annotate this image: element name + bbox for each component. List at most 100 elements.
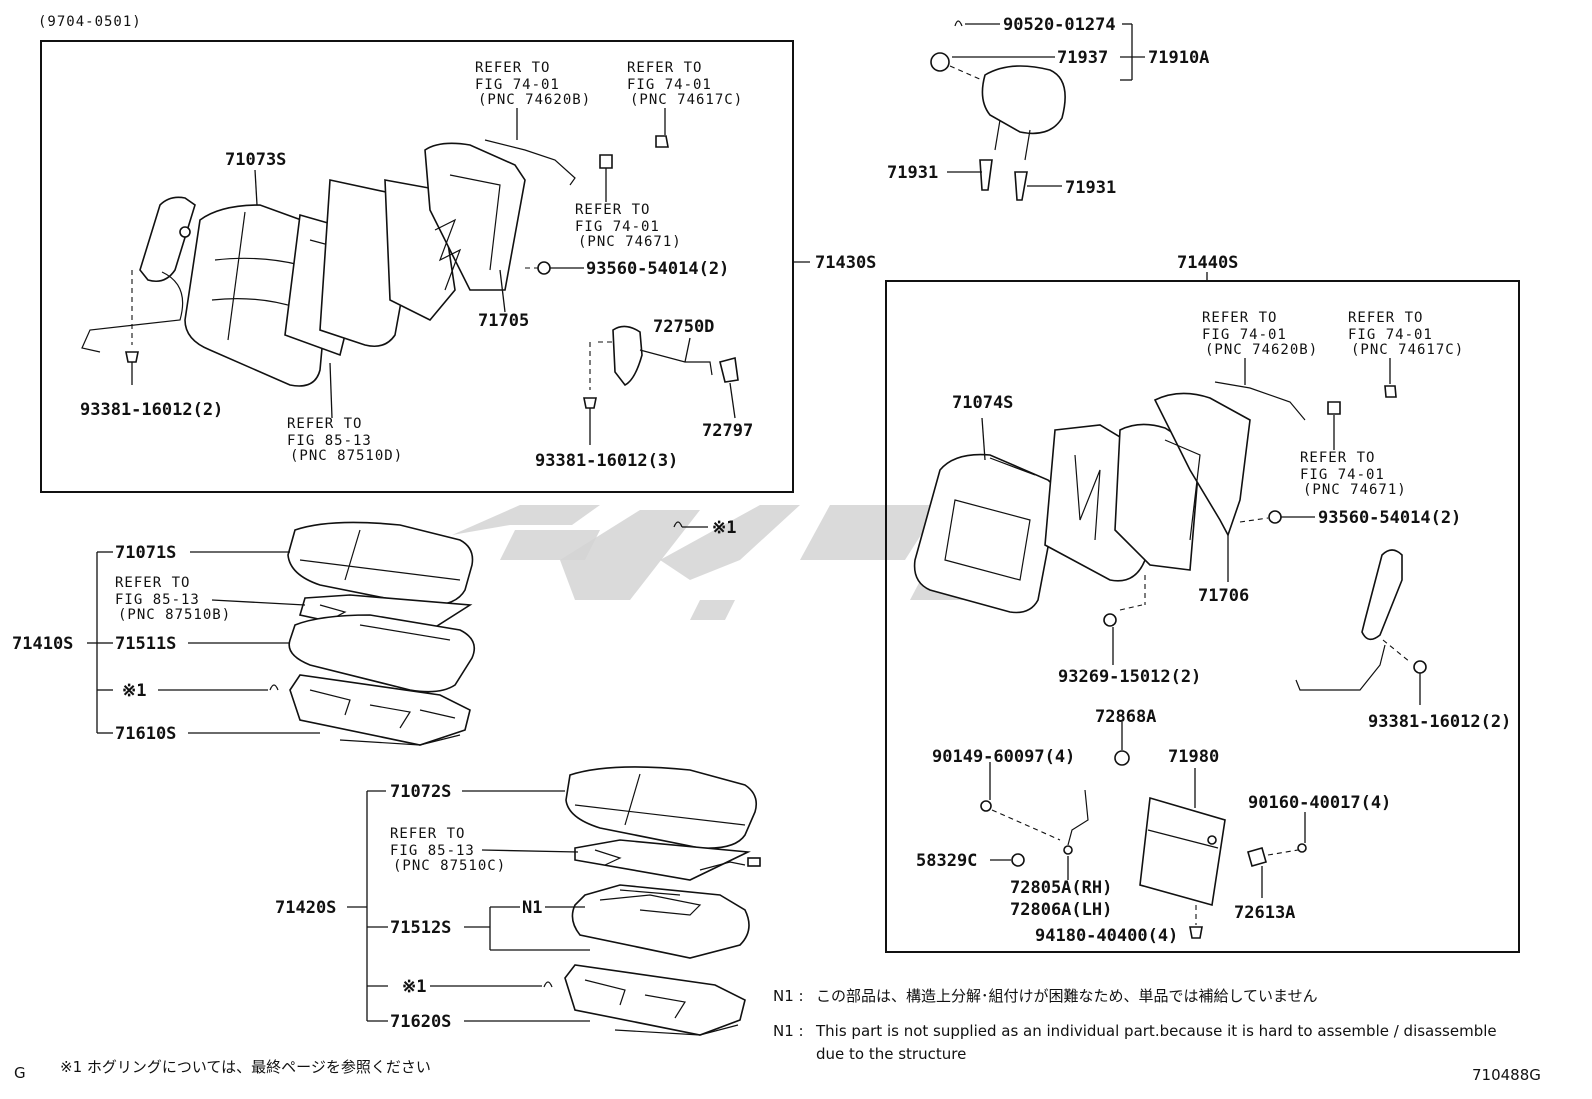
- part-number: 71071S: [115, 543, 176, 563]
- seat-cushion-cover-71071S: [287, 521, 474, 607]
- part-number: 72805A(RH): [1010, 878, 1112, 898]
- star-note: ※1: [712, 518, 736, 538]
- note-n1-jp-prefix: N1 :: [773, 987, 804, 1005]
- seat-heater-pad-71420S: [574, 839, 761, 881]
- part-number: 72750D: [653, 317, 714, 337]
- clip-upper-1: [599, 154, 613, 169]
- hog-ring-icon: [269, 684, 279, 691]
- refer-line: (PNC 87510B): [118, 607, 231, 623]
- part-number: 71980: [1168, 747, 1219, 767]
- part-number: 71512S: [390, 918, 451, 938]
- part-number: 71610S: [115, 724, 176, 744]
- part-number: 94180-40400(4): [1035, 926, 1178, 946]
- part-number: 93381-16012(2): [80, 400, 223, 420]
- bolt-icon: [1103, 613, 1117, 665]
- nut-72868A-icon: [1114, 750, 1130, 766]
- leader-line: [211, 599, 306, 606]
- refer-line: (PNC 87510D): [290, 448, 403, 464]
- note-n1-en-line2: due to the structure: [816, 1045, 966, 1063]
- star-note: ※1: [122, 681, 146, 701]
- part-number: 72806A(LH): [1010, 900, 1112, 920]
- part-number: 71910A: [1148, 48, 1209, 68]
- part-number: 71440S: [1177, 253, 1238, 273]
- diagram-number: 710488G: [1472, 1066, 1541, 1084]
- seatback-frame-71706: [1114, 392, 1251, 571]
- part-number: 71410S: [12, 634, 73, 654]
- diagram-code: (9704-0501): [38, 14, 142, 30]
- dash-line: [1382, 639, 1411, 663]
- dash-line: [1119, 604, 1143, 611]
- leader-line: [254, 169, 258, 206]
- clip-upper-2: [655, 135, 669, 148]
- clip-right-1: [1327, 401, 1341, 415]
- part-number: 71705: [478, 311, 529, 331]
- bracket-72805A-icon: [1063, 789, 1089, 855]
- leader-line: [684, 337, 691, 363]
- refer-line: FIG 74-01: [627, 77, 712, 93]
- part-number: 93560-54014(2): [1318, 508, 1461, 528]
- part-number: 72797: [702, 421, 753, 441]
- seat-frame-71620S: [564, 964, 746, 1036]
- part-number: 71072S: [390, 782, 451, 802]
- refer-line: (PNC 74617C): [630, 92, 743, 108]
- part-number: 72868A: [1095, 707, 1156, 727]
- refer-line: (PNC 74671): [578, 234, 682, 250]
- corner-letter: G: [14, 1064, 26, 1082]
- seat-frame-71610S: [289, 674, 471, 746]
- n1-marker: N1: [522, 898, 542, 918]
- refer-line: REFER TO: [627, 60, 702, 76]
- part-number: 71931: [887, 163, 938, 183]
- dash-line: [991, 809, 1061, 841]
- leader-line: [481, 849, 579, 853]
- wire-bracket-right: [1214, 381, 1306, 421]
- right-seatback-box: [885, 280, 1520, 953]
- screw-icon: [980, 762, 992, 812]
- refer-line: FIG 74-01: [1202, 327, 1287, 343]
- part-number: 71074S: [952, 393, 1013, 413]
- leader-line: [729, 382, 736, 419]
- refer-line: REFER TO: [1300, 450, 1375, 466]
- part-number: 71511S: [115, 634, 176, 654]
- dash-line: [949, 65, 983, 81]
- part-number: 93381-16012(3): [535, 451, 678, 471]
- refer-line: FIG 85-13: [390, 843, 475, 859]
- part-number: 90520-01274: [1003, 15, 1116, 35]
- refer-line: REFER TO: [575, 202, 650, 218]
- refer-line: (PNC 87510C): [393, 858, 506, 874]
- refer-line: FIG 85-13: [287, 433, 372, 449]
- star-note: ※1: [402, 977, 426, 997]
- part-number: 93269-15012(2): [1058, 667, 1201, 687]
- seat-cushion-cover-71072S: [565, 766, 758, 850]
- seatback-cover-71074S: [913, 453, 1059, 614]
- note-n1-en-line1: This part is not supplied as an individu…: [815, 1022, 1497, 1040]
- clip-right-2: [1384, 385, 1397, 398]
- note-n1-en-prefix: N1 :: [773, 1022, 804, 1040]
- bolt-icon: [1413, 660, 1427, 705]
- refer-line: FIG 74-01: [575, 219, 660, 235]
- refer-line: FIG 85-13: [115, 592, 200, 608]
- bolt-icon: [125, 351, 139, 385]
- part-number: 90149-60097(4): [932, 747, 1075, 767]
- part-number: 71420S: [275, 898, 336, 918]
- refer-line: REFER TO: [390, 826, 465, 842]
- part-number: 72613A: [1234, 903, 1295, 923]
- part-number: 71620S: [390, 1012, 451, 1032]
- hog-ring-icon: [543, 981, 553, 988]
- refer-line: FIG 74-01: [1348, 327, 1433, 343]
- wire-bracket-upper: [484, 139, 576, 186]
- bolt-icon: [583, 397, 597, 445]
- leader-line: [981, 417, 986, 461]
- part-number: 58329C: [916, 851, 977, 871]
- headrest-support-icon: [979, 159, 1028, 201]
- clip-58329C-icon: [1011, 853, 1025, 867]
- refer-line: REFER TO: [287, 416, 362, 432]
- hog-ring-icon: [673, 521, 683, 528]
- bracket-72613A-icon: [1247, 847, 1267, 867]
- lumbar-motor-72750D: [612, 325, 739, 387]
- refer-line: (PNC 74620B): [478, 92, 591, 108]
- part-number: 71706: [1198, 586, 1249, 606]
- part-number: 93381-16012(2): [1368, 712, 1511, 732]
- part-number: 71937: [1057, 48, 1108, 68]
- note-n1-jp: この部品は、構造上分解･組付けが困難なため、単品では補給していません: [816, 987, 1318, 1005]
